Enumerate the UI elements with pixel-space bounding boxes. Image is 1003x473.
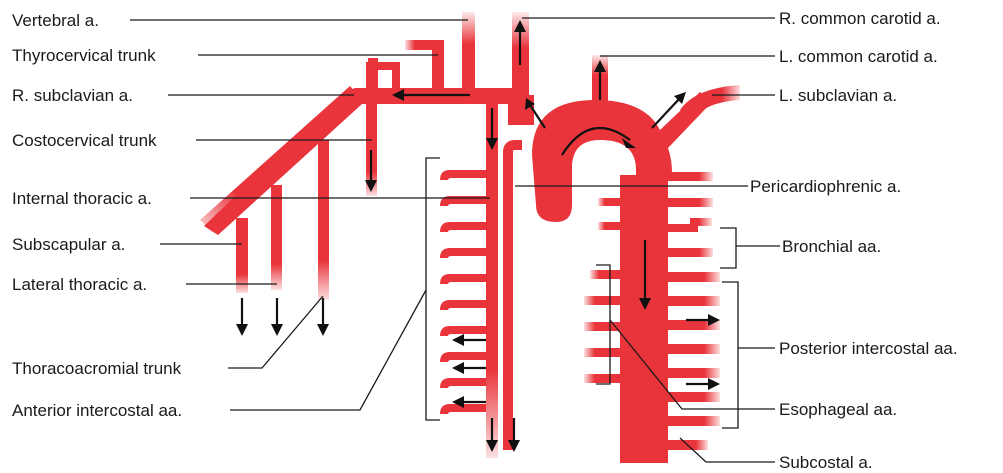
label-esophageal: Esophageal aa.	[779, 400, 897, 419]
label-internal-thoracic: Internal thoracic a.	[12, 189, 152, 208]
label-costocervical-trunk: Costocervical trunk	[12, 131, 157, 150]
internal-thoracic-vessel	[486, 100, 498, 458]
label-thoracoacromial-trunk: Thoracoacromial trunk	[12, 359, 182, 378]
r-subclavian-artery	[204, 88, 520, 235]
label-r-subclavian: R. subclavian a.	[12, 86, 133, 105]
label-subcostal: Subcostal a.	[779, 453, 873, 472]
l-subclavian-artery	[680, 85, 740, 120]
esophageal-branches	[584, 198, 620, 383]
label-subscapular: Subscapular a.	[12, 235, 125, 254]
label-l-common-carotid: L. common carotid a.	[779, 47, 938, 66]
vessels	[200, 12, 740, 463]
lateral-thoracic-vessel	[271, 185, 282, 290]
label-vertebral: Vertebral a.	[12, 11, 99, 30]
descending-aorta	[620, 175, 668, 463]
label-thyrocervical-trunk: Thyrocervical trunk	[12, 46, 156, 65]
subscapular-vessel	[236, 218, 248, 293]
pericardiophrenic-vessel	[508, 145, 522, 450]
posterior-intercostal-bracket	[722, 282, 738, 428]
label-posterior-intercostal: Posterior intercostal aa.	[779, 339, 958, 358]
thyrocervical-branch	[405, 40, 437, 50]
bronchial-bracket	[720, 228, 736, 268]
label-bronchial: Bronchial aa.	[782, 237, 881, 256]
vertebral-artery	[462, 12, 475, 92]
costocervical-branch	[368, 58, 378, 88]
label-l-subclavian: L. subclavian a.	[779, 86, 897, 105]
label-lateral-thoracic: Lateral thoracic a.	[12, 275, 147, 294]
bronchial-branches	[668, 172, 713, 257]
thoracoacromial-vessel	[318, 140, 329, 300]
anterior-intercostal-branches	[440, 170, 486, 414]
label-r-common-carotid: R. common carotid a.	[779, 9, 941, 28]
anterior-intercostal-bracket	[426, 158, 440, 420]
label-pericardiophrenic: Pericardiophrenic a.	[750, 177, 901, 196]
posterior-intercostal-branches	[668, 272, 720, 450]
label-anterior-intercostal: Anterior intercostal aa.	[12, 401, 182, 420]
